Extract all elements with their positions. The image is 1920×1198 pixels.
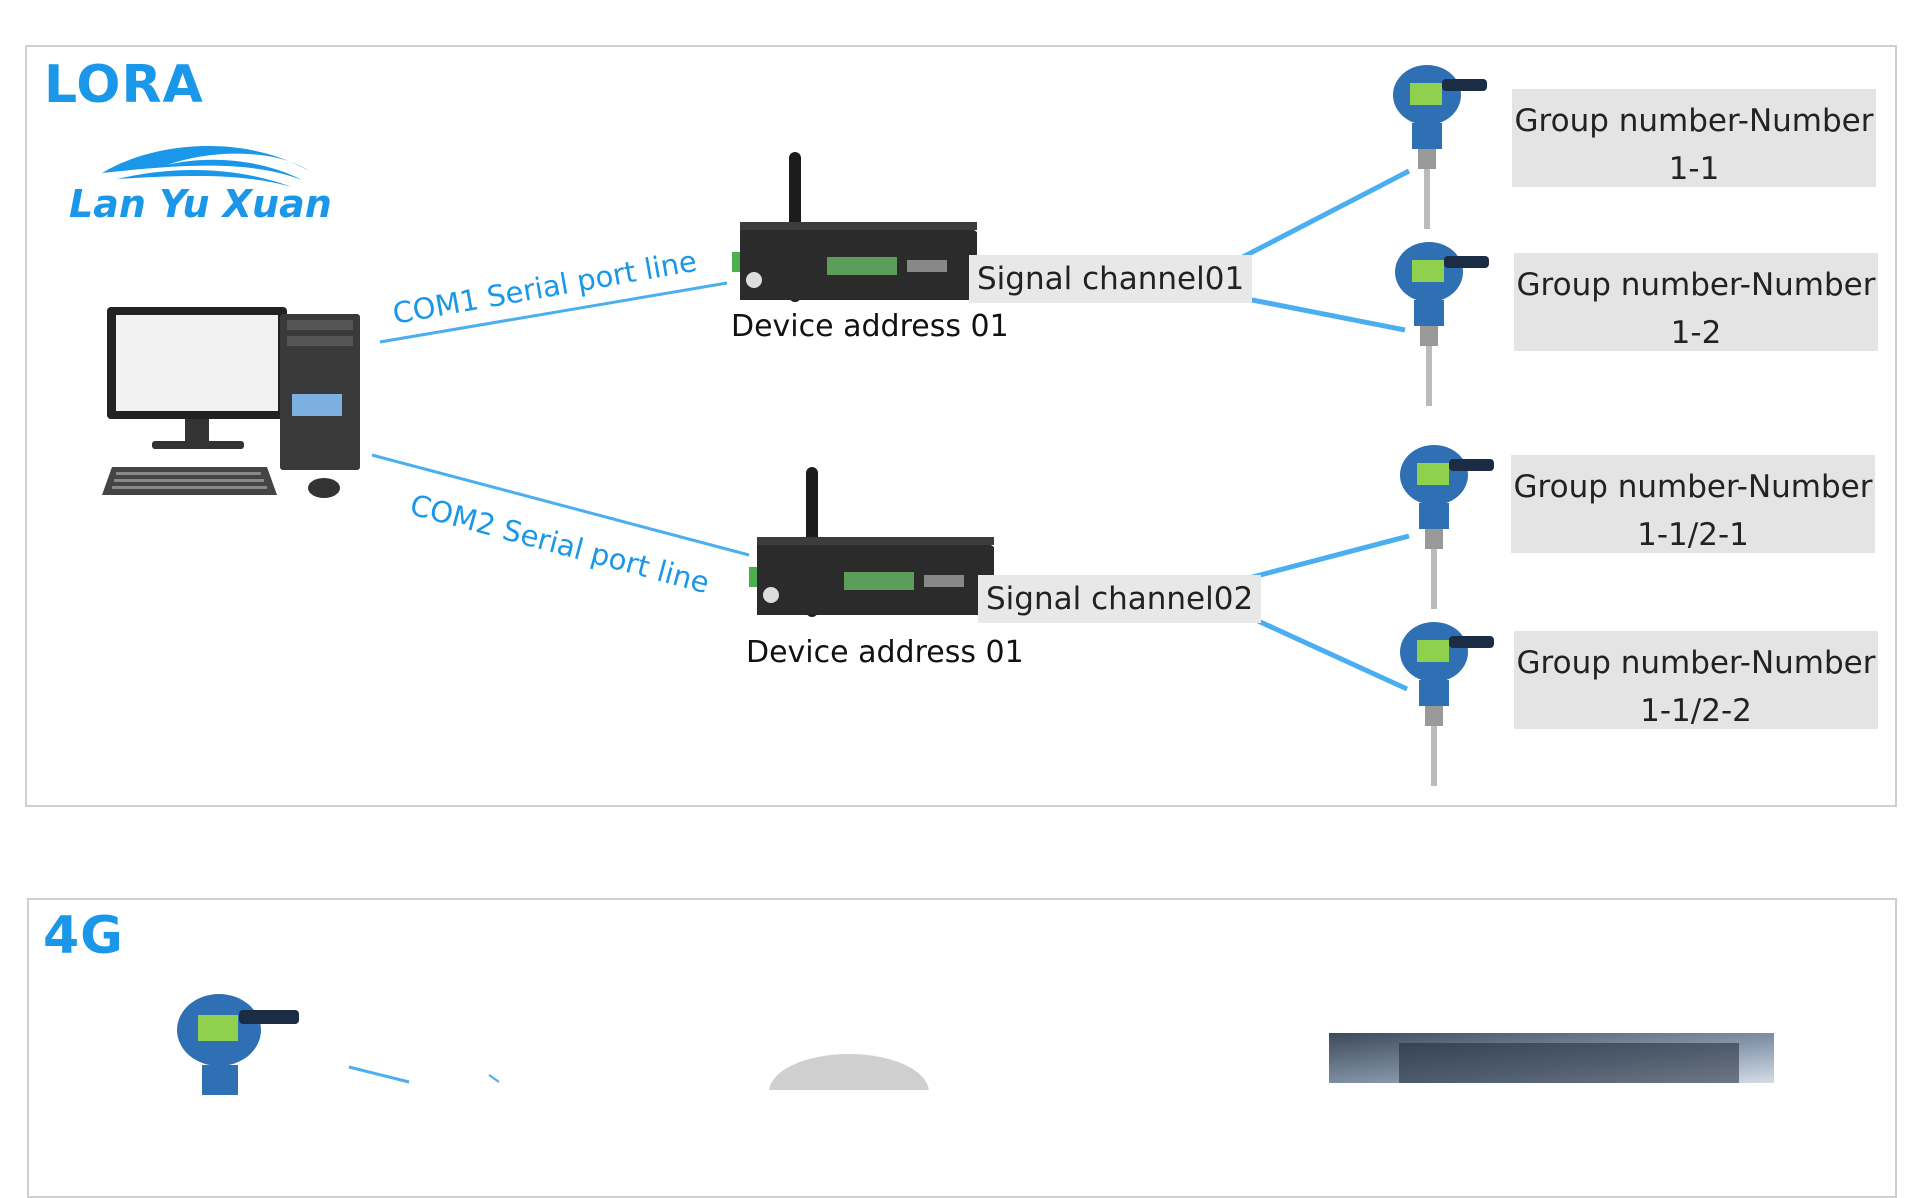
- lora-panel: LORA Lan Yu Xuan: [25, 45, 1897, 807]
- sensor-label-3-line1: Group number-Number: [1513, 469, 1873, 505]
- lora-gateway-icon: [749, 467, 1009, 631]
- desktop-computer-icon: [102, 302, 372, 516]
- cloud-icon: [759, 1050, 939, 1130]
- ch1-line-b: [1236, 294, 1406, 333]
- lora-gateway-icon: [732, 152, 992, 316]
- pressure-transmitter-icon: [1389, 437, 1499, 616]
- sensor-label-4-line2: 1-1/2-2: [1640, 693, 1752, 729]
- sensor-label-4-line1: Group number-Number: [1516, 645, 1876, 681]
- lanyuxuan-logo: Lan Yu Xuan: [47, 135, 337, 229]
- ch2-line-a: [1244, 533, 1410, 582]
- logo-text: Lan Yu Xuan: [69, 182, 332, 225]
- signal-channel-label-1: Signal channel01: [969, 255, 1253, 303]
- sensor-label-3-line2: 1-1/2-1: [1637, 517, 1749, 553]
- sensor-label-1-line1: Group number-Number: [1514, 103, 1874, 139]
- lora-title: LORA: [44, 55, 204, 115]
- fourg-title: 4G: [43, 906, 124, 966]
- sensor-label-2-line2: 1-2: [1670, 315, 1722, 351]
- sensor-label-2: Group number-Number 1-2: [1514, 253, 1878, 351]
- sensor-label-2-line1: Group number-Number: [1516, 267, 1876, 303]
- ch1-line-a: [1235, 168, 1411, 263]
- fourg-panel: 4G: [27, 898, 1897, 1198]
- ch2-line-b: [1243, 612, 1409, 692]
- sensor-label-3: Group number-Number 1-1/2-1: [1511, 455, 1875, 553]
- pressure-transmitter-icon: [1389, 614, 1499, 793]
- pressure-transmitter-icon: [1382, 57, 1492, 236]
- signal-channel-label-2: Signal channel02: [978, 575, 1262, 623]
- sensor-label-1: Group number-Number 1-1: [1512, 89, 1876, 187]
- monitor-screen-icon: [1329, 1033, 1774, 1087]
- com2-line: [371, 453, 750, 557]
- sensor-label-1-line2: 1-1: [1668, 151, 1720, 187]
- connection-lines: [371, 168, 1411, 692]
- sensor-label-4: Group number-Number 1-1/2-2: [1514, 631, 1878, 729]
- pressure-transmitter-icon: [164, 985, 304, 1099]
- device-address-label-2: Device address 01: [746, 635, 1024, 670]
- device-address-label-1: Device address 01: [731, 309, 1009, 344]
- com1-line: [379, 281, 728, 344]
- pressure-transmitter-icon: [1384, 234, 1494, 413]
